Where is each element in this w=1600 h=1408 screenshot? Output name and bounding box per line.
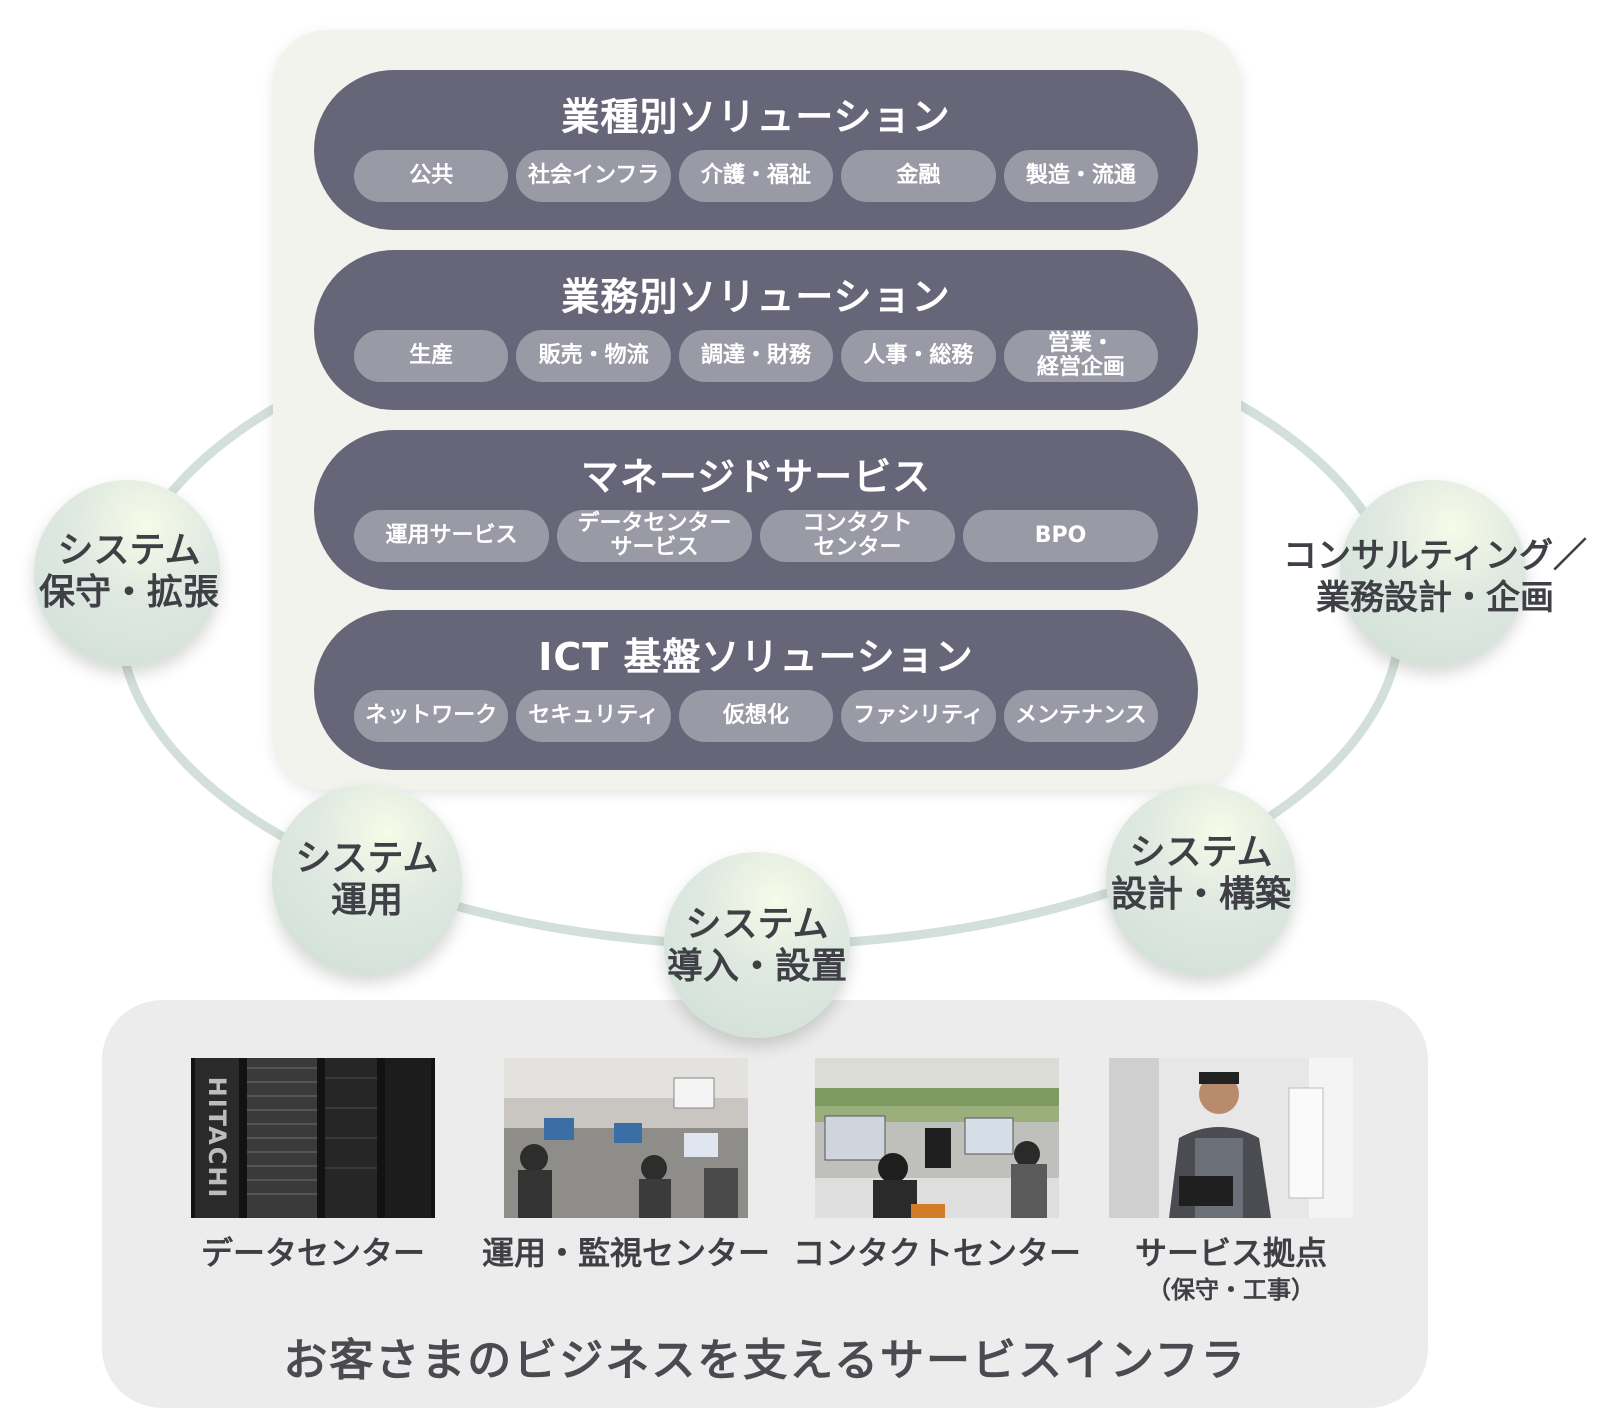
- node-operation: [272, 785, 462, 975]
- label-maintenance: システム 保守・拡張: [38, 530, 219, 613]
- pill-datacenter-service: データセンター サービス: [557, 510, 752, 562]
- band-industry-solutions: 業種別ソリューション 公共 社会インフラ 介護・福祉 金融 製造・流通: [314, 70, 1198, 230]
- band-managed-services: マネージドサービス 運用サービス データセンター サービス コンタクト センター…: [314, 430, 1198, 590]
- pill-operation-service: 運用サービス: [354, 510, 549, 562]
- label-consulting: コンサルティング／ 業務設計・企画: [1283, 536, 1587, 618]
- band-title: マネージドサービス: [580, 455, 932, 499]
- node-consulting: [1340, 480, 1526, 666]
- datacenter-rack-image: [191, 1058, 435, 1218]
- band-business-solutions: 業務別ソリューション 生産 販売・物流 調達・財務 人事・総務 営業・ 経営企画: [314, 250, 1198, 410]
- label-operation-monitoring-center: 運用・監視センター: [481, 1234, 770, 1272]
- pill-sales-management-planning: 営業・ 経営企画: [1003, 330, 1159, 382]
- photo-datacenter: HITACHI: [191, 1058, 435, 1218]
- photo-operation-monitoring-center: [504, 1058, 748, 1218]
- node-design: [1106, 785, 1296, 975]
- node-installation: [664, 852, 850, 1038]
- pill-production: 生産: [354, 330, 509, 382]
- label-installation: システム 導入・設置: [666, 904, 847, 987]
- pill-virtualization: 仮想化: [678, 690, 834, 742]
- band-title: ICT 基盤ソリューション: [538, 635, 974, 679]
- pill-hr-general-affairs: 人事・総務: [841, 330, 996, 382]
- label-datacenter: データセンター: [200, 1234, 425, 1272]
- pill-facility: ファシリティ: [841, 690, 996, 742]
- pill-procurement-finance: 調達・財務: [678, 330, 834, 382]
- label-design: システム 設計・構築: [1110, 832, 1291, 915]
- pill-contact-center: コンタクト センター: [760, 510, 955, 562]
- node-maintenance: [34, 480, 220, 666]
- pill-bpo: BPO: [963, 510, 1158, 562]
- band-title: 業種別ソリューション: [561, 95, 951, 139]
- service-infrastructure-title: お客さまのビジネスを支えるサービスインフラ: [283, 1335, 1247, 1386]
- service-engineer-image: [1109, 1058, 1353, 1218]
- contact-center-image: [815, 1058, 1059, 1218]
- label-service-base-sub: （保守・工事）: [1147, 1276, 1315, 1304]
- pill-social-infra: 社会インフラ: [516, 150, 671, 202]
- band-title: 業務別ソリューション: [561, 275, 951, 319]
- pill-network: ネットワーク: [354, 690, 509, 742]
- pill-security: セキュリティ: [516, 690, 671, 742]
- photo-contact-center: [815, 1058, 1059, 1218]
- pill-sales-logistics: 販売・物流: [516, 330, 671, 382]
- photo-service-base: [1109, 1058, 1353, 1218]
- label-operation: システム 運用: [295, 838, 439, 921]
- pill-care-welfare: 介護・福祉: [678, 150, 834, 202]
- label-contact-center: コンタクトセンター: [792, 1234, 1081, 1272]
- band-ict-infrastructure: ICT 基盤ソリューション ネットワーク セキュリティ 仮想化 ファシリティ メ…: [314, 610, 1198, 770]
- pill-finance: 金融: [841, 150, 996, 202]
- pill-public: 公共: [354, 150, 509, 202]
- pill-manufacturing-distribution: 製造・流通: [1003, 150, 1159, 202]
- monitoring-room-image: [504, 1058, 748, 1218]
- pill-maintenance: メンテナンス: [1003, 690, 1159, 742]
- label-service-base: サービス拠点: [1134, 1234, 1327, 1272]
- hitachi-logo: HITACHI: [203, 1076, 231, 1200]
